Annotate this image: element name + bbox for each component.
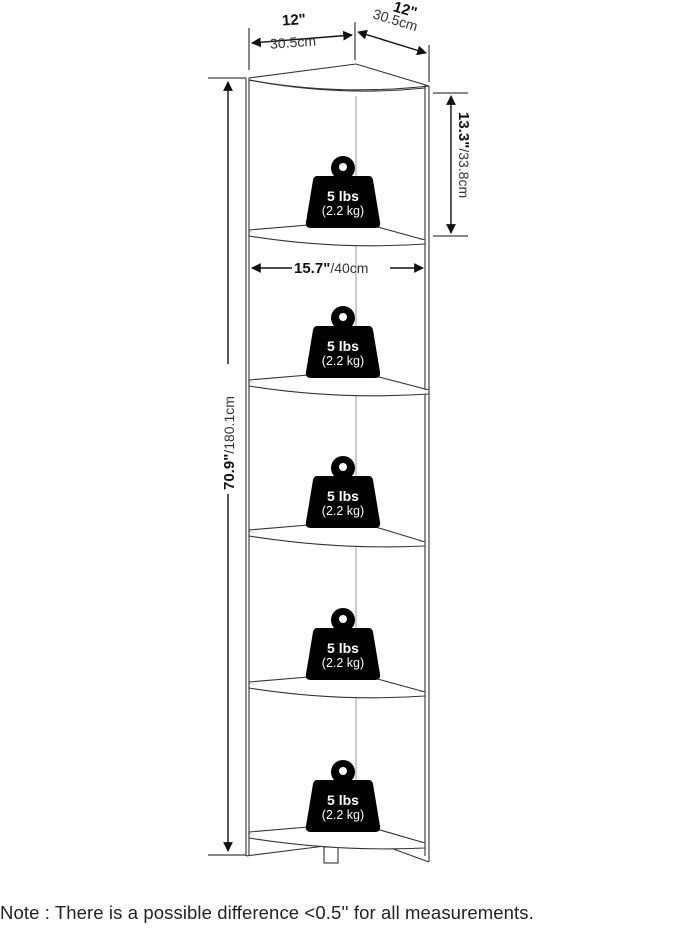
depth-dimension: 15.7"/40cm: [251, 260, 424, 277]
weight-icon: 5 lbs(2.2 kg): [305, 760, 381, 832]
weight-icons: 5 lbs(2.2 kg)5 lbs(2.2 kg)5 lbs(2.2 kg)5…: [305, 156, 381, 832]
weight-lbs-label: 5 lbs: [327, 640, 359, 656]
weight-kg-label: (2.2 kg): [322, 354, 364, 368]
top-right-inch-label: 12": [391, 0, 419, 22]
weight-kg-label: (2.2 kg): [322, 656, 364, 670]
top-left-cm-label: 30.5cm: [270, 33, 317, 52]
top-left-inch-label: 12": [281, 11, 306, 30]
height-dimension: 70.9"/180.1cm: [208, 77, 246, 856]
weight-lbs-label: 5 lbs: [327, 488, 359, 504]
weight-kg-label: (2.2 kg): [322, 504, 364, 518]
depth-inch-label: 15.7": [294, 260, 330, 277]
shelf-gap-inch-label: 13.3": [455, 112, 472, 148]
shelves: [248, 220, 430, 850]
shelf-gap-cm-label: /33.8cm: [456, 148, 472, 198]
svg-text:15.7"/40cm: 15.7"/40cm: [294, 260, 368, 277]
weight-icon: 5 lbs(2.2 kg): [305, 156, 381, 228]
shelf-unit: [245, 63, 430, 864]
svg-text:13.3"/33.8cm: 13.3"/33.8cm: [455, 112, 472, 198]
shelf-gap-dimension: 13.3"/33.8cm: [433, 92, 472, 237]
weight-kg-label: (2.2 kg): [322, 808, 364, 822]
weight-icon: 5 lbs(2.2 kg): [305, 306, 381, 378]
svg-text:70.9"/180.1cm: 70.9"/180.1cm: [221, 396, 238, 490]
weight-lbs-label: 5 lbs: [327, 188, 359, 204]
height-cm-label: /180.1cm: [221, 396, 237, 454]
weight-icon: 5 lbs(2.2 kg): [305, 456, 381, 528]
weight-lbs-label: 5 lbs: [327, 792, 359, 808]
top-left-dimension: 12" 30.5cm: [248, 11, 356, 70]
height-inch-label: 70.9": [221, 454, 238, 490]
top-right-dimension: 12" 30.5cm: [357, 0, 430, 82]
weight-icon: 5 lbs(2.2 kg): [305, 608, 381, 680]
measurement-note: Note : There is a possible difference <0…: [0, 902, 534, 923]
weight-kg-label: (2.2 kg): [322, 204, 364, 218]
weight-lbs-label: 5 lbs: [327, 338, 359, 354]
depth-cm-label: /40cm: [330, 260, 368, 276]
